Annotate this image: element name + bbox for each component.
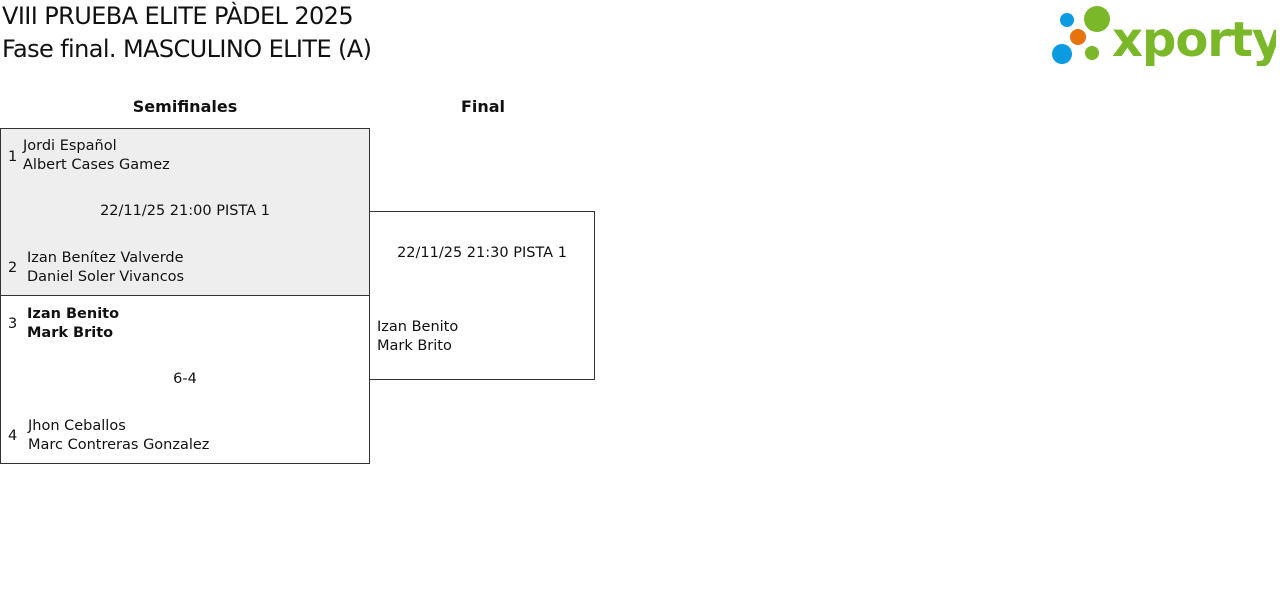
team-1: Jordi Español Albert Cases Gamez [23, 137, 170, 175]
player: Izan Benítez Valverde [27, 250, 184, 266]
page-subtitle: Fase final. MASCULINO ELITE (A) [2, 35, 372, 63]
seed: 3 [8, 316, 18, 332]
round-final: Final [460, 97, 506, 116]
team-2: Jhon Ceballos Marc Contreras Gonzalez [28, 417, 209, 455]
player: Izan Benito [27, 306, 120, 322]
xporty-logo: xporty [1050, 4, 1280, 68]
player: Mark Brito [27, 325, 114, 341]
player: Marc Contreras Gonzalez [28, 437, 210, 453]
final-match[interactable]: 22/11/25 21:30 PISTA 1 Izan Benito Mark … [369, 211, 595, 380]
team-2: Izan Benito Mark Brito [377, 318, 458, 356]
seed: 1 [8, 149, 18, 165]
page-title: VIII PRUEBA ELITE PÀDEL 2025 [2, 2, 354, 30]
match-schedule: 22/11/25 21:00 PISTA 1 [100, 203, 270, 219]
round-semifinales: Semifinales [132, 97, 238, 116]
player: Mark Brito [377, 338, 452, 354]
player: Jordi Español [23, 138, 117, 154]
semifinal-match-2[interactable]: 3 Izan Benito Mark Brito 6-4 4 Jhon Ceba… [0, 295, 370, 464]
player: Daniel Soler Vivancos [27, 269, 185, 285]
semifinal-match-1[interactable]: 1 Jordi Español Albert Cases Gamez 22/11… [0, 128, 370, 296]
player: Jhon Ceballos [28, 418, 126, 434]
team-2: Izan Benítez Valverde Daniel Soler Vivan… [27, 249, 184, 287]
seed: 2 [8, 260, 18, 276]
player: Izan Benito [377, 319, 459, 335]
svg-text:xporty: xporty [1112, 12, 1276, 66]
seed: 4 [8, 428, 18, 444]
match-schedule: 22/11/25 21:30 PISTA 1 [397, 245, 567, 261]
match-score: 6-4 [173, 371, 197, 387]
player: Albert Cases Gamez [23, 157, 170, 173]
team-1-winner: Izan Benito Mark Brito [27, 305, 119, 343]
